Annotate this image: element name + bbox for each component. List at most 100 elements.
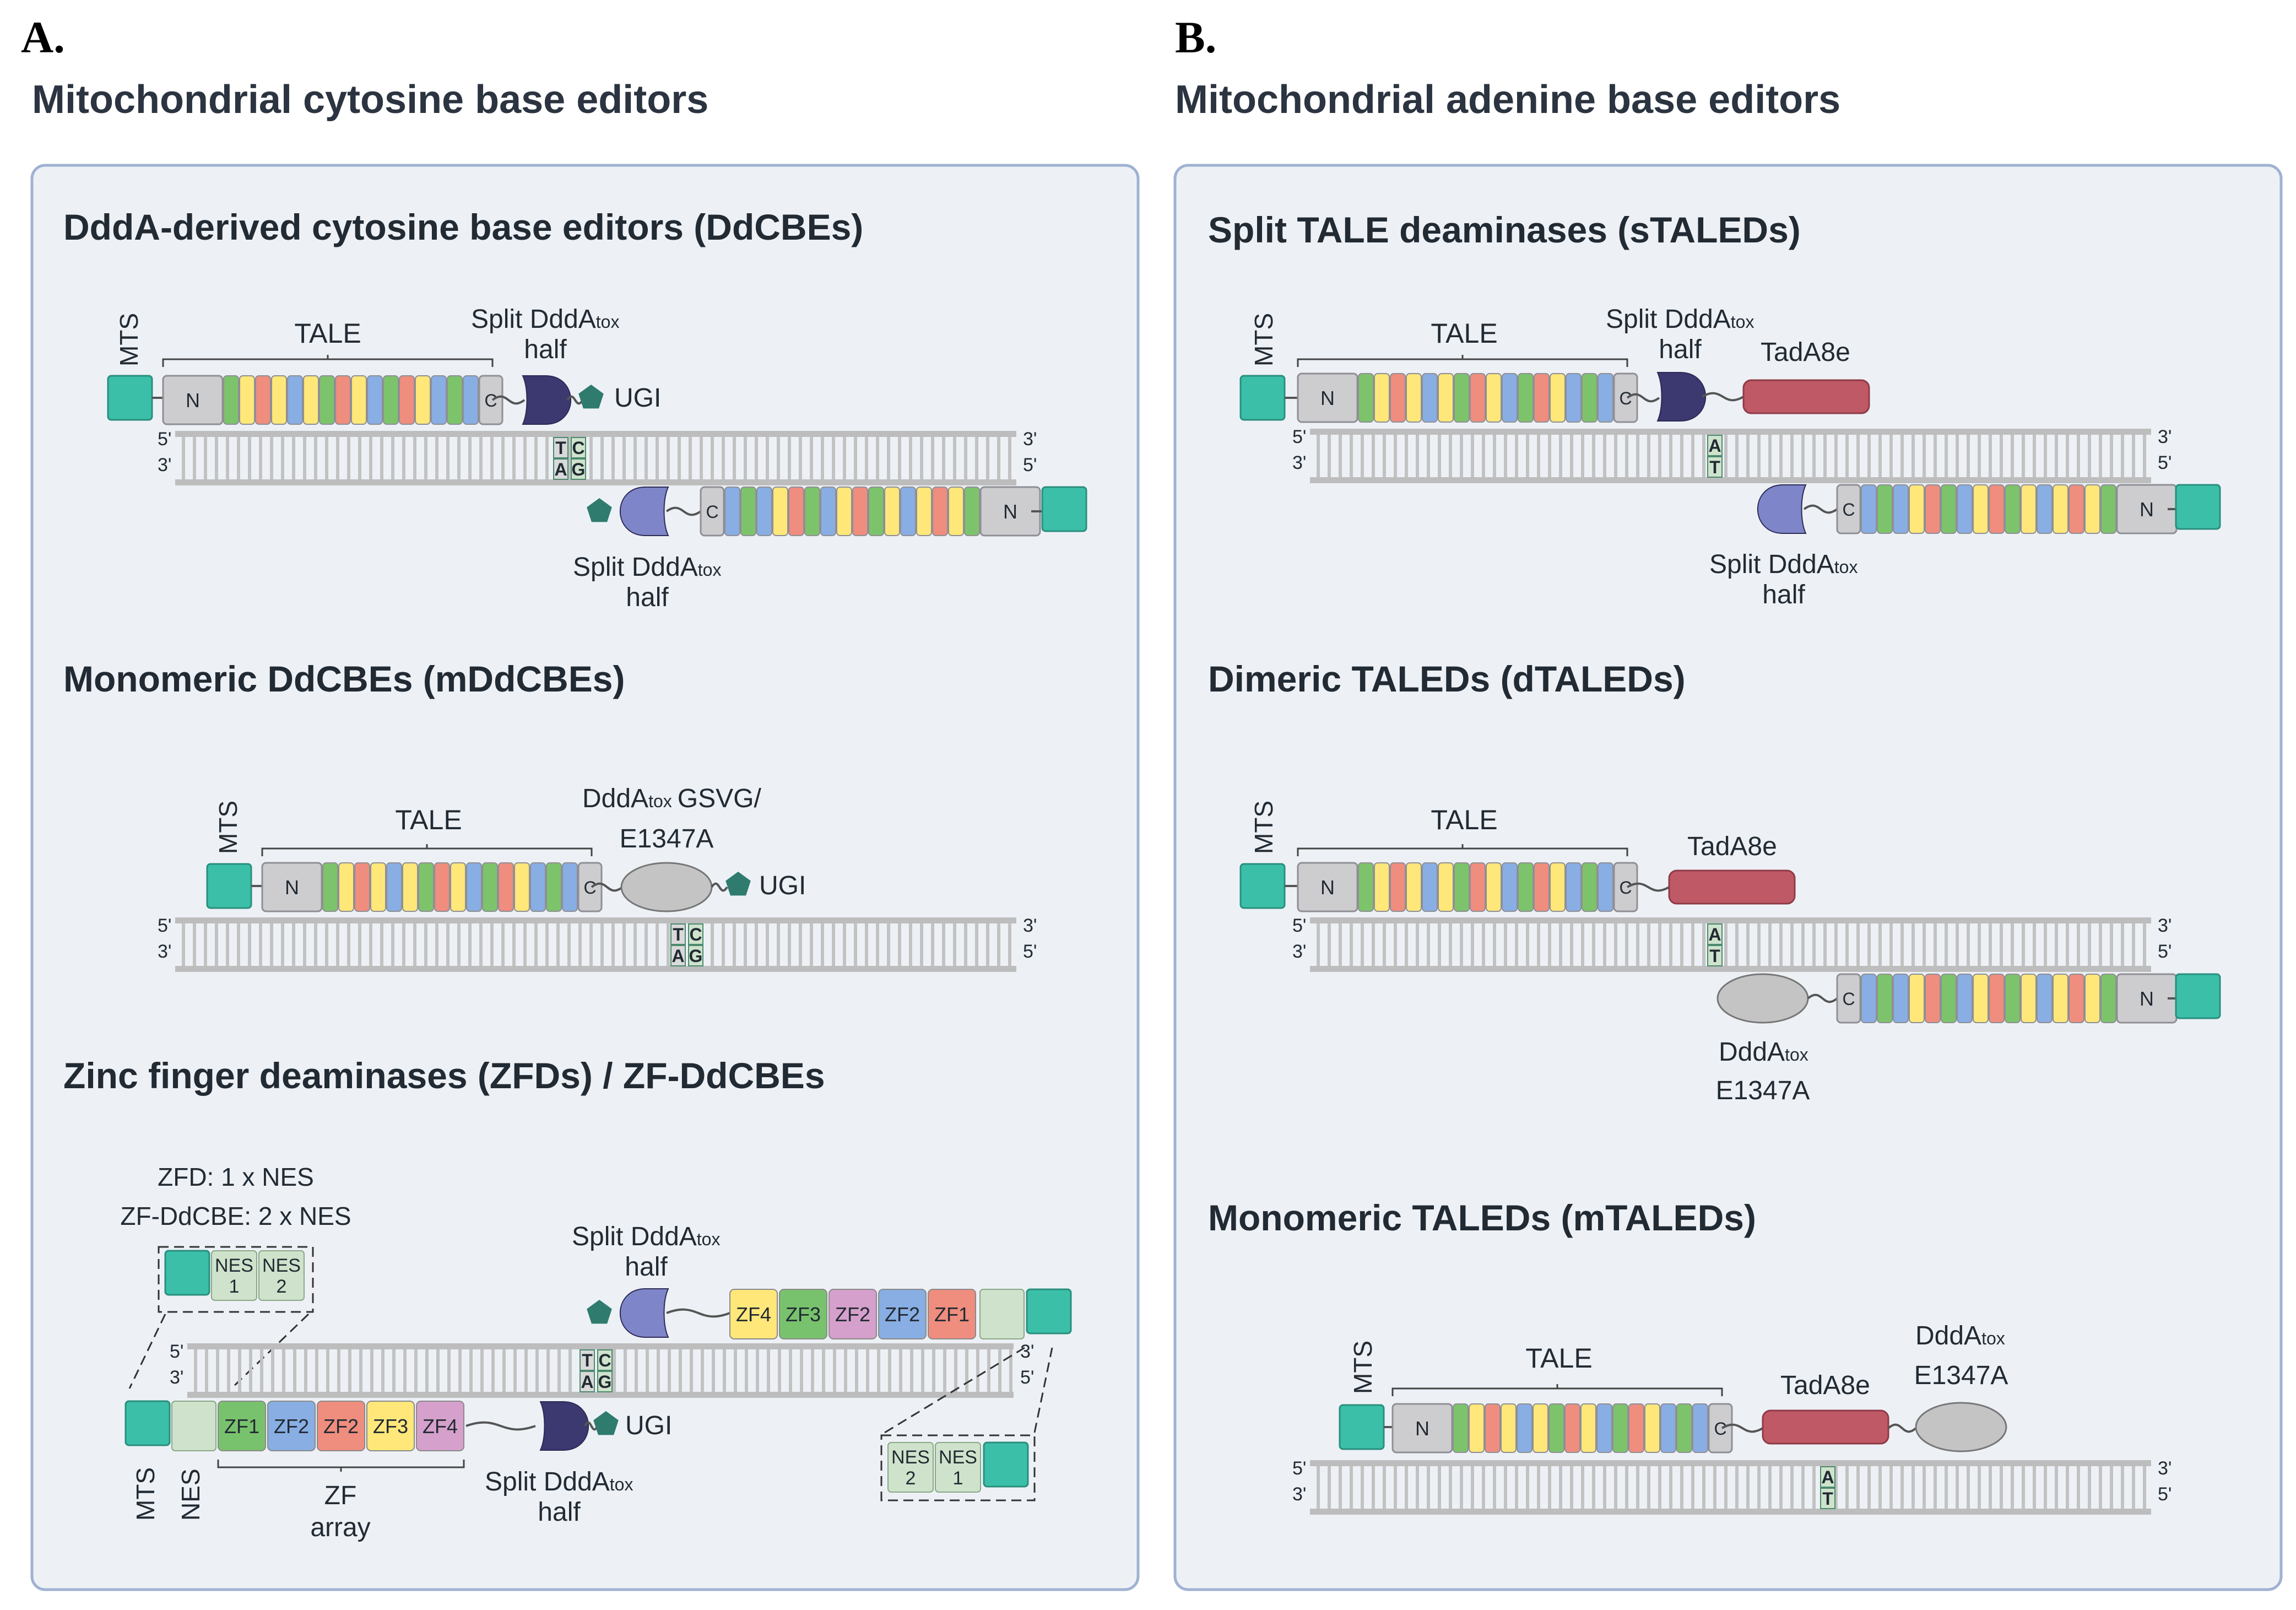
dna-rung — [216, 1349, 219, 1392]
nes-number: 2 — [277, 1276, 287, 1297]
dna-rung — [359, 1349, 362, 1392]
tale-repeat — [1957, 974, 1973, 1023]
dna-rung — [370, 1349, 373, 1392]
tale-repeat — [498, 862, 514, 912]
dna-rung — [1801, 1466, 1805, 1509]
dna-rung — [1504, 435, 1507, 477]
dna-rung — [854, 437, 857, 479]
target-base-box — [1707, 923, 1723, 945]
tale-repeat — [964, 487, 980, 536]
target-base-box — [580, 1349, 595, 1371]
strand-end-label: 5' — [170, 1341, 183, 1362]
dna-rung — [1768, 1466, 1772, 1509]
dna-rung — [1658, 435, 1661, 477]
a3-top-half-label: half — [625, 1252, 668, 1282]
tale-c-label: C — [1619, 878, 1632, 898]
strand-end-label: 3' — [1023, 429, 1037, 450]
dna-rung — [1867, 435, 1871, 477]
dna-rung — [270, 923, 273, 966]
dna-rung — [391, 437, 394, 479]
dna-rung — [1559, 435, 1562, 477]
dna-rung — [844, 1349, 847, 1392]
dna-rung — [1350, 1466, 1353, 1509]
dna-rung — [613, 1349, 616, 1392]
dna-rung — [1537, 435, 1540, 477]
tale-repeat — [1454, 862, 1470, 912]
dna-rung — [413, 437, 416, 479]
tale-repeat — [447, 375, 463, 425]
dna-rung — [1989, 435, 1992, 477]
dna-rung — [424, 923, 427, 966]
tale-repeat — [724, 487, 740, 536]
b1-tad-label: TadA8e — [1761, 338, 1850, 367]
zinc-finger — [267, 1401, 316, 1451]
strand-end-label: 5' — [1292, 1458, 1306, 1479]
dna-rung — [226, 923, 229, 966]
dna-rung — [523, 437, 527, 479]
dna-rung — [446, 437, 450, 479]
linker — [566, 395, 584, 405]
dna-rung — [1603, 435, 1606, 477]
dna-rung — [457, 923, 461, 966]
dna-rung — [501, 437, 505, 479]
dna-rung — [336, 923, 339, 966]
zinc-finger-label: ZF2 — [885, 1303, 920, 1326]
dna-rung — [987, 1349, 990, 1392]
dna-rung — [282, 1349, 285, 1392]
dna-rung — [215, 437, 218, 479]
target-base-top: A — [1708, 436, 1721, 456]
zinc-finger — [218, 1401, 266, 1451]
dna-rung — [1724, 435, 1728, 477]
zinc-finger-label: ZF4 — [423, 1415, 458, 1438]
dna-rung — [1317, 923, 1320, 966]
dna-rung — [358, 923, 361, 966]
dna-backbone-bottom — [175, 479, 1016, 485]
nes-inset-pointer — [128, 1314, 166, 1389]
linker — [584, 1421, 599, 1431]
tale-c-label: C — [1619, 388, 1632, 408]
linker — [1626, 393, 1660, 403]
tale-n-label: N — [1320, 387, 1335, 409]
target-base-box — [580, 1371, 595, 1392]
tale-bracket — [1297, 844, 1628, 856]
dna-rung — [2143, 1466, 2146, 1509]
strand-end-label: 3' — [158, 941, 171, 962]
zinc-finger — [317, 1401, 365, 1451]
dna-rung — [1427, 435, 1430, 477]
target-base-box — [597, 1371, 613, 1392]
target-base-box — [1707, 456, 1723, 478]
tale-repeat — [1485, 1403, 1501, 1453]
nes-box — [258, 1250, 305, 1301]
tale-repeat — [1893, 484, 1909, 534]
dna-backbone-top — [1310, 917, 2151, 923]
dna-rung — [1768, 435, 1772, 477]
strand-end-label: 3' — [158, 455, 171, 476]
tale-c-cap — [1708, 1403, 1733, 1454]
target-base-box — [1820, 1488, 1835, 1509]
dna-rung — [722, 923, 725, 966]
dna-rung — [2044, 1466, 2047, 1509]
dna-rung — [1460, 435, 1463, 477]
dna-rung — [656, 437, 659, 479]
dna-rung — [1967, 1466, 1970, 1509]
dna-rung — [1923, 923, 1926, 966]
tale-repeat — [1909, 974, 1925, 1023]
dna-rung — [490, 923, 494, 966]
dna-rung — [1559, 923, 1562, 966]
tale-repeat — [1925, 484, 1941, 534]
zinc-finger-label: ZF4 — [736, 1303, 771, 1326]
tale-n-cap — [1391, 1403, 1453, 1454]
dna-rung — [633, 437, 637, 479]
dna-rung — [1515, 923, 1518, 966]
strand-end-label: 3' — [1023, 915, 1037, 936]
tale-repeat — [1861, 974, 1877, 1023]
strand-end-label: 3' — [1292, 1484, 1306, 1505]
dna-rung — [249, 1349, 252, 1392]
dna-rung — [1978, 923, 1981, 966]
dna-rung — [799, 437, 802, 479]
dna-rung — [1482, 1466, 1485, 1509]
tale-c-label: C — [1842, 500, 1855, 520]
nes-number: 1 — [229, 1276, 240, 1297]
target-base-bottom: T — [1822, 1489, 1833, 1509]
linker — [465, 1421, 536, 1431]
